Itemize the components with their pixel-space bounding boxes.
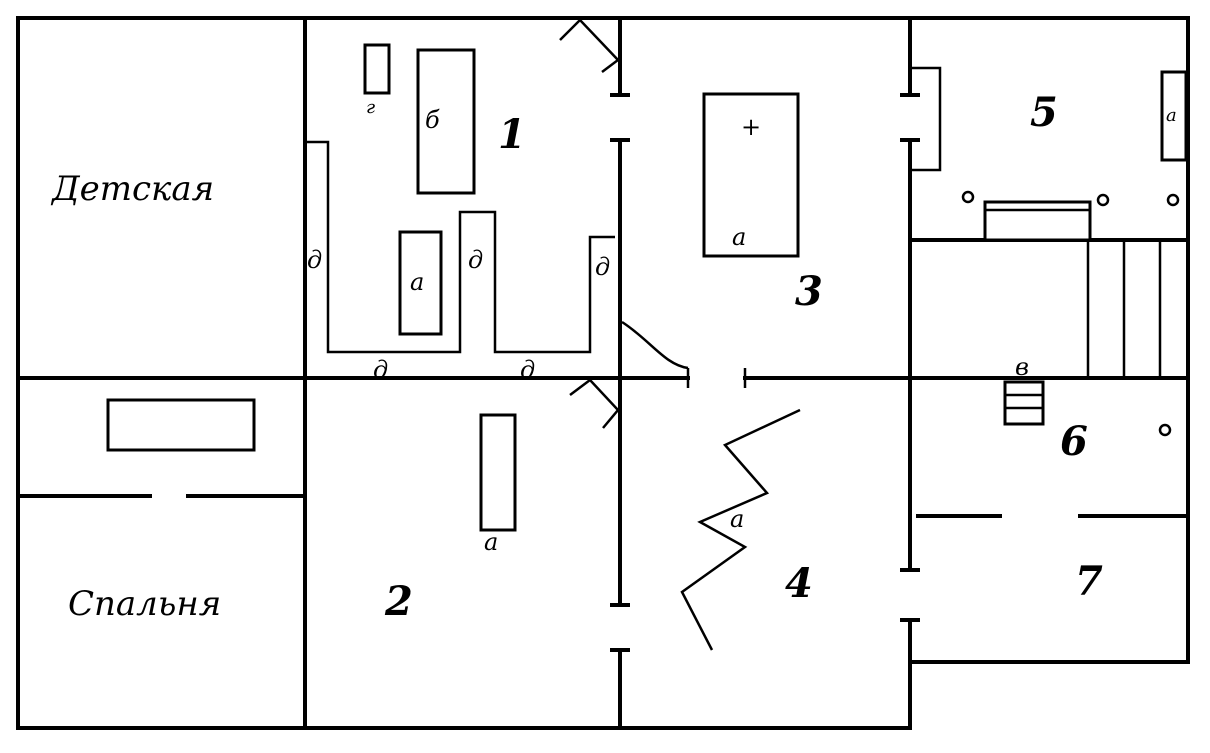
mark-d: д	[595, 253, 610, 281]
doors	[559, 18, 942, 429]
zigzag-a	[680, 408, 801, 651]
item-marks: б г а д д д д д а + а а а в	[307, 97, 1177, 556]
post-circle	[1096, 193, 1110, 207]
door-swing	[621, 320, 689, 370]
cabinet	[910, 66, 942, 172]
post-circle	[1166, 193, 1180, 207]
mark-a-room4: а	[730, 505, 744, 533]
room-4-furniture	[680, 408, 801, 651]
mark-d: д	[373, 356, 388, 384]
stool-v	[1003, 380, 1045, 426]
door-leaf	[559, 18, 620, 73]
table-a	[398, 230, 443, 336]
interior-walls	[16, 16, 1190, 730]
furniture-b	[416, 48, 476, 195]
mark-d: д	[520, 356, 535, 384]
mark-a-room5: а	[1166, 105, 1177, 126]
cabinet-a	[1160, 70, 1188, 162]
label-room-2: 2	[384, 578, 413, 625]
label-room-1: 1	[498, 111, 526, 158]
room-3-furniture	[702, 92, 800, 258]
mark-a-room2: а	[484, 528, 498, 556]
label-bedroom: Спальня	[68, 584, 221, 624]
room-labels: 1 2 3 4 5 6 7 Детская Спальня	[50, 89, 1103, 625]
post-circle	[961, 190, 975, 204]
mark-b: б	[425, 106, 440, 134]
label-room-6: 6	[1060, 418, 1088, 465]
room-1-furniture	[307, 43, 615, 354]
post-circle	[1158, 423, 1172, 437]
mark-a-room1: а	[410, 268, 424, 296]
label-nursery: Детская	[50, 169, 214, 209]
mark-v: в	[1015, 353, 1029, 381]
small-chest	[363, 43, 391, 95]
label-room-3: 3	[795, 268, 823, 315]
room-2-furniture	[106, 398, 517, 532]
mark-d: д	[468, 246, 483, 274]
mark-d: д	[307, 246, 322, 274]
mark-plus: +	[741, 113, 761, 141]
room-5-6-furniture	[961, 70, 1188, 437]
bench-a	[479, 413, 517, 532]
mark-g: г	[366, 97, 375, 118]
label-room-5: 5	[1030, 89, 1058, 136]
door-leaf	[569, 378, 620, 429]
mark-a-room3: а	[732, 223, 746, 251]
bed	[106, 398, 256, 452]
table-a-room3	[702, 92, 800, 258]
counter	[983, 200, 1092, 242]
label-room-4: 4	[785, 560, 813, 607]
label-room-7: 7	[1075, 558, 1103, 605]
workbench-outline	[307, 140, 615, 354]
